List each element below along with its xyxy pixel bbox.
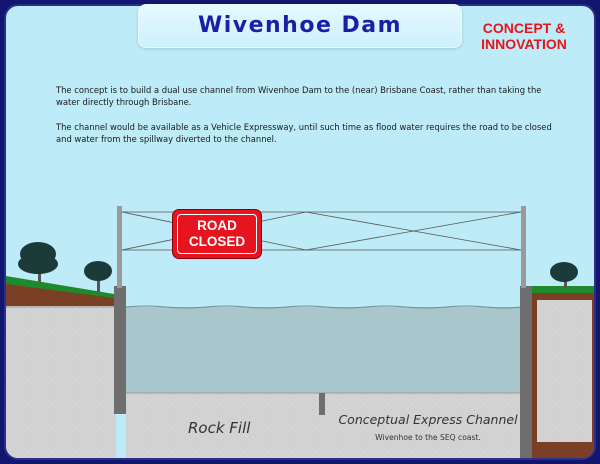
left-gantry-post xyxy=(117,206,122,288)
left-soil-bank xyxy=(6,282,114,306)
channel-title-label: Conceptual Express Channel xyxy=(338,412,518,427)
left-grass-bank xyxy=(6,276,114,298)
large-tree-left xyxy=(18,242,58,282)
channel-water xyxy=(126,307,520,393)
channel-cross-section xyxy=(6,206,594,458)
sign-line-2: CLOSED xyxy=(188,234,246,249)
right-channel-wall xyxy=(520,286,532,458)
tree-right xyxy=(550,262,578,288)
badge-line-2: INNOVATION xyxy=(481,36,567,52)
road-closed-sign: ROAD CLOSED xyxy=(173,210,261,258)
badge-line-1: CONCEPT & xyxy=(482,20,566,36)
description-paragraph-2: The channel would be available as a Vehi… xyxy=(56,122,552,144)
page-title: Wivenhoe Dam xyxy=(197,13,403,38)
left-channel-wall xyxy=(114,286,126,414)
diagram-frame: The concept is to build a dual use chann… xyxy=(4,4,596,460)
road-closed-sign-face: ROAD CLOSED xyxy=(177,214,257,254)
small-tree-left xyxy=(84,261,112,292)
sign-line-1: ROAD xyxy=(197,218,237,233)
right-gantry-post xyxy=(521,206,526,288)
description-paragraph-1: The concept is to build a dual use chann… xyxy=(56,85,542,107)
concept-badge: CONCEPT & INNOVATION xyxy=(474,20,574,52)
channel-subtitle-label: Wivenhoe to the SEQ coast. xyxy=(375,433,481,442)
title-banner: Wivenhoe Dam xyxy=(138,4,462,48)
channel-divider-post xyxy=(319,393,325,415)
water-surface xyxy=(125,305,521,309)
left-rock-fill xyxy=(6,306,116,458)
right-rock-fill xyxy=(537,300,592,442)
right-grass-bank xyxy=(532,286,594,293)
rock-fill-label: Rock Fill xyxy=(188,419,251,437)
concept-description: The concept is to build a dual use chann… xyxy=(56,84,556,158)
